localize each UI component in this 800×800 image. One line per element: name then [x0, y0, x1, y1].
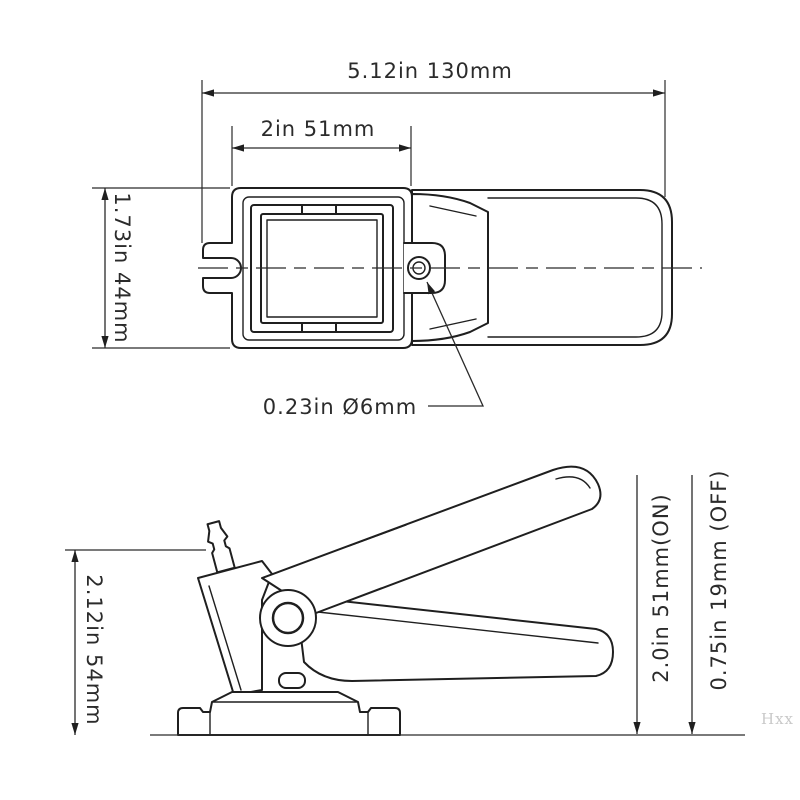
hinge-pin-hole [271, 601, 305, 635]
hinge-stop [278, 672, 306, 689]
on-level-label: 2.0in 51mm(ON) [649, 493, 673, 682]
float-neck-inner-lines [429, 205, 477, 330]
float-lower-arm-inner-line [317, 611, 599, 644]
window-clip-bottom [301, 322, 337, 333]
side-view-dimensions: 2.12in 54mm 2.0in 51mm(ON) 0.75in 19mm (… [65, 470, 745, 736]
height-label: 2.12in 54mm [82, 574, 106, 725]
watermark: Hxx [761, 710, 794, 728]
top-view [198, 187, 702, 349]
housing-side-inner-line [208, 585, 242, 691]
top-view-dimensions: 5.12in 130mm 2in 51mm 1.73in 44mm 0.23in… [92, 59, 666, 419]
mounting-base-feet-lines [209, 701, 369, 736]
off-level-label: 0.75in 19mm (OFF) [707, 470, 731, 691]
width-label: 1.73in 44mm [110, 192, 134, 343]
mounting-hole-label: 0.23in Ø6mm [263, 395, 417, 419]
mounting-base [177, 691, 401, 736]
overall-length-label: 5.12in 130mm [347, 59, 513, 83]
side-view [177, 465, 614, 736]
mounting-hole-leader [426, 281, 485, 407]
hose-barb-nozzle [206, 520, 236, 574]
housing-length-label: 2in 51mm [261, 117, 376, 141]
float-upper-arm-details [348, 476, 591, 547]
float-lower-arm [295, 595, 614, 682]
float-upper-arm [261, 465, 602, 614]
window-clip-top [301, 204, 337, 215]
